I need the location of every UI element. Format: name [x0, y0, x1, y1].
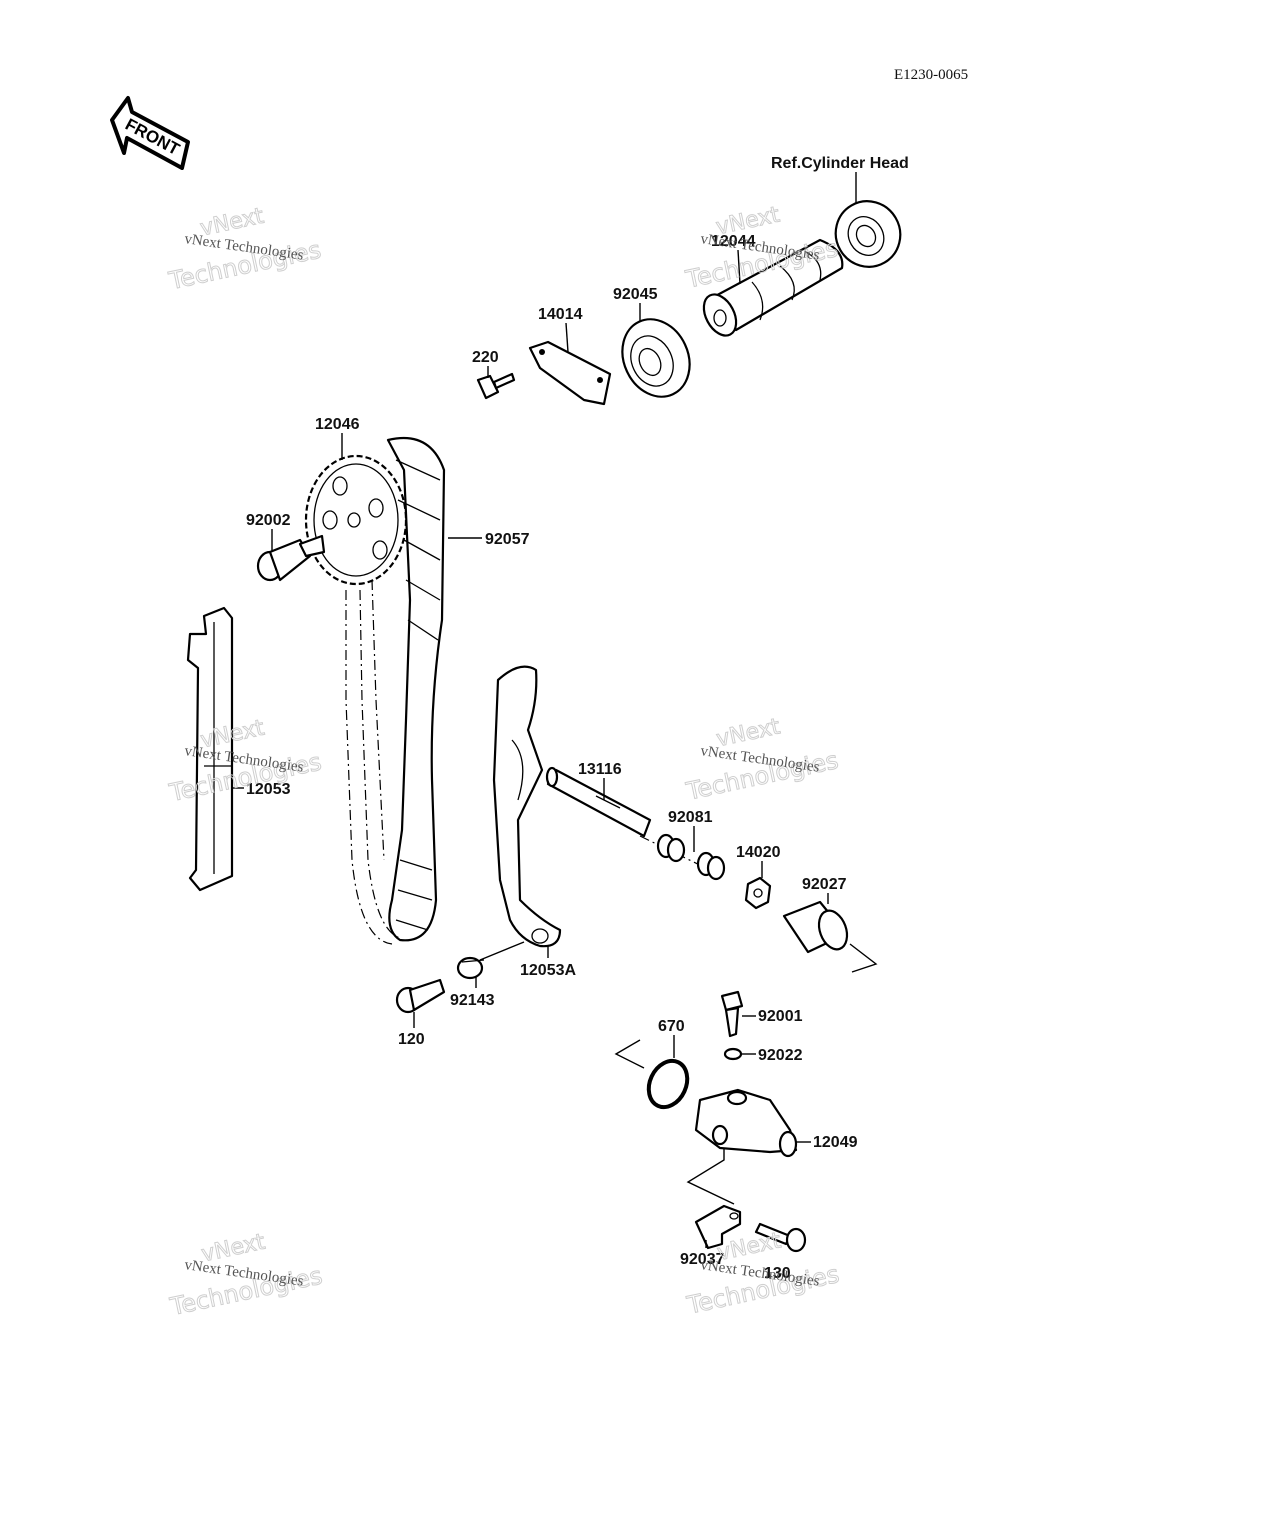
part-label-92037: 92037 — [680, 1251, 725, 1268]
part-label-92143: 92143 — [450, 992, 495, 1009]
part-label-92027: 92027 — [802, 876, 847, 893]
right-bearing-icon — [834, 200, 902, 268]
bolt-92002-icon — [256, 534, 326, 582]
bolt-220-icon — [476, 372, 516, 400]
camshaft-icon — [702, 238, 844, 337]
part-label-220: 220 — [472, 349, 499, 366]
part-label-120: 120 — [398, 1031, 425, 1048]
sprocket-12046-icon — [304, 454, 408, 586]
bracket-92037-icon — [694, 1204, 742, 1250]
bolt-130-icon — [754, 1222, 807, 1253]
bearing-92045-icon — [621, 318, 691, 398]
bolt-92001-icon — [720, 990, 744, 1038]
part-label-130: 130 — [764, 1265, 791, 1282]
washer-92022-icon — [723, 1047, 743, 1061]
shaft-13116-icon — [545, 766, 652, 838]
part-label-92081: 92081 — [668, 809, 713, 826]
part-label-92022: 92022 — [758, 1047, 803, 1064]
part-label-12046: 12046 — [315, 416, 360, 433]
bushing-92143-icon — [456, 956, 485, 980]
chain-guide-12053-icon — [186, 606, 234, 892]
part-label-12053A: 12053A — [520, 962, 576, 979]
part-label-14014: 14014 — [538, 306, 583, 323]
spring-92081-icon — [639, 833, 726, 881]
bolt-120-icon — [395, 978, 446, 1014]
part-label-13116: 13116 — [578, 761, 622, 778]
part-label-92057: 92057 — [485, 531, 530, 548]
front-arrow-icon: FRONT — [110, 96, 190, 170]
collar-92027-icon — [782, 900, 849, 954]
diagram-code: E1230-0065 — [894, 67, 968, 83]
part-label-92045: 92045 — [613, 286, 658, 303]
part-label-92002: 92002 — [246, 512, 291, 529]
o-ring-670-icon — [646, 1058, 690, 1110]
tensioner-12049-icon — [694, 1088, 798, 1158]
part-label-670: 670 — [658, 1018, 685, 1035]
tensioner-guide-12053A-icon — [492, 665, 562, 948]
part-label-92001: 92001 — [758, 1008, 803, 1025]
plate-14014-icon — [528, 340, 612, 406]
chain-92057-icon — [345, 436, 446, 945]
nut-14020-icon — [744, 876, 772, 910]
part-label-12049: 12049 — [813, 1134, 858, 1151]
part-label-12053: 12053 — [246, 781, 291, 798]
part-label-14020: 14020 — [736, 844, 781, 861]
ref-cylinder-head-label: Ref.Cylinder Head — [771, 155, 909, 172]
part-label-12044: 12044 — [711, 233, 756, 250]
